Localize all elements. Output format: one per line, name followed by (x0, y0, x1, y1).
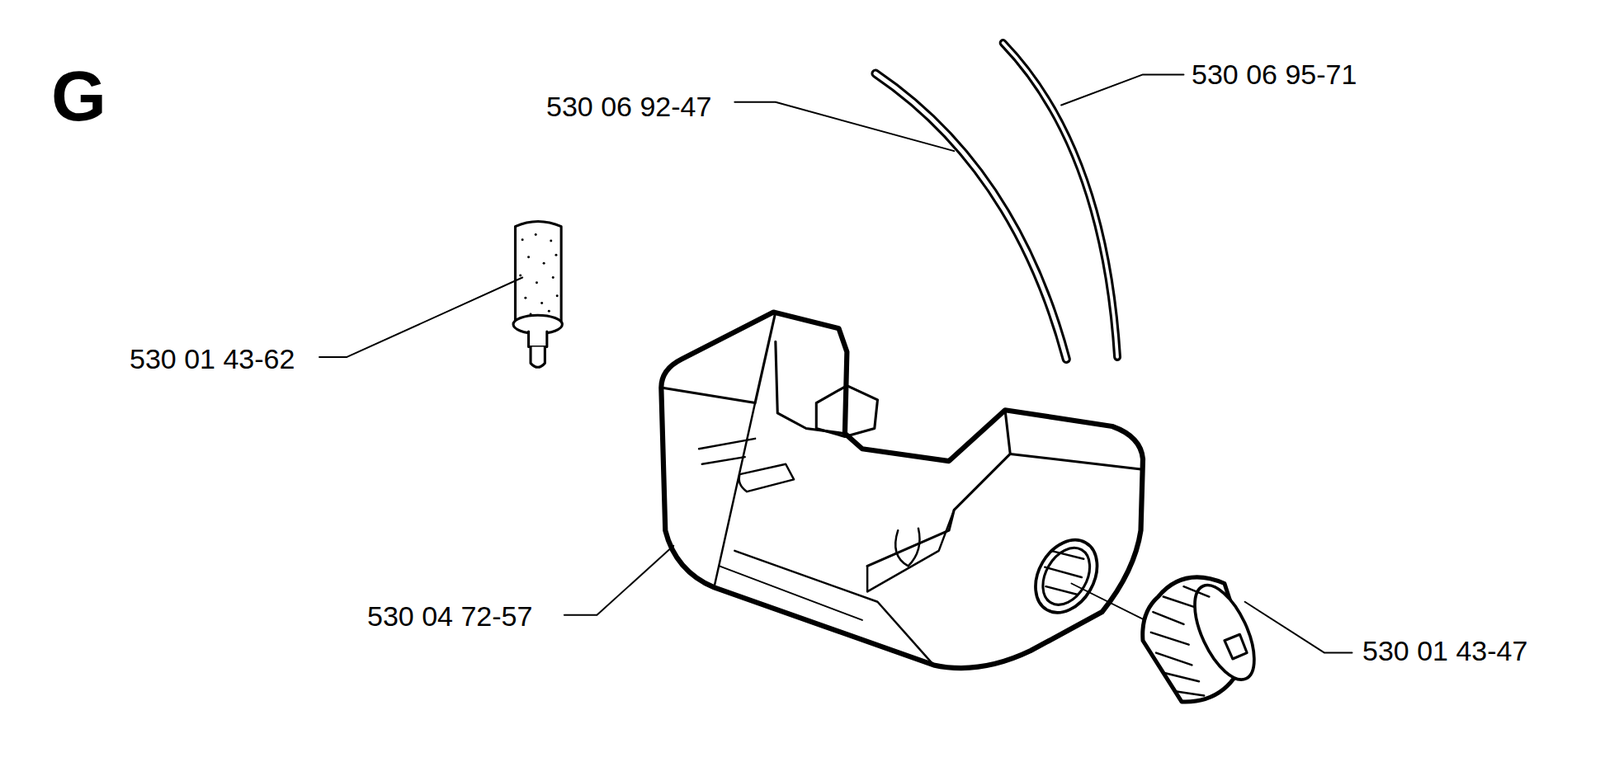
fuel-hose (875, 73, 1067, 359)
part-number: 530 06 95-71 (1191, 60, 1357, 89)
fuel-filter (513, 221, 562, 368)
part-number: 530 06 92-47 (546, 92, 712, 121)
fuel-cap (1142, 576, 1267, 703)
fuel-tank (660, 312, 1143, 670)
figure-letter: G (51, 60, 107, 132)
fuel-hose-inner (875, 73, 1067, 359)
part-number: 530 01 43-62 (129, 344, 295, 373)
assembly-line (1071, 583, 1153, 624)
part-number: 530 01 43-47 (1362, 637, 1528, 666)
part-number: 530 04 72-57 (367, 602, 533, 631)
leader-lines (319, 74, 1352, 653)
